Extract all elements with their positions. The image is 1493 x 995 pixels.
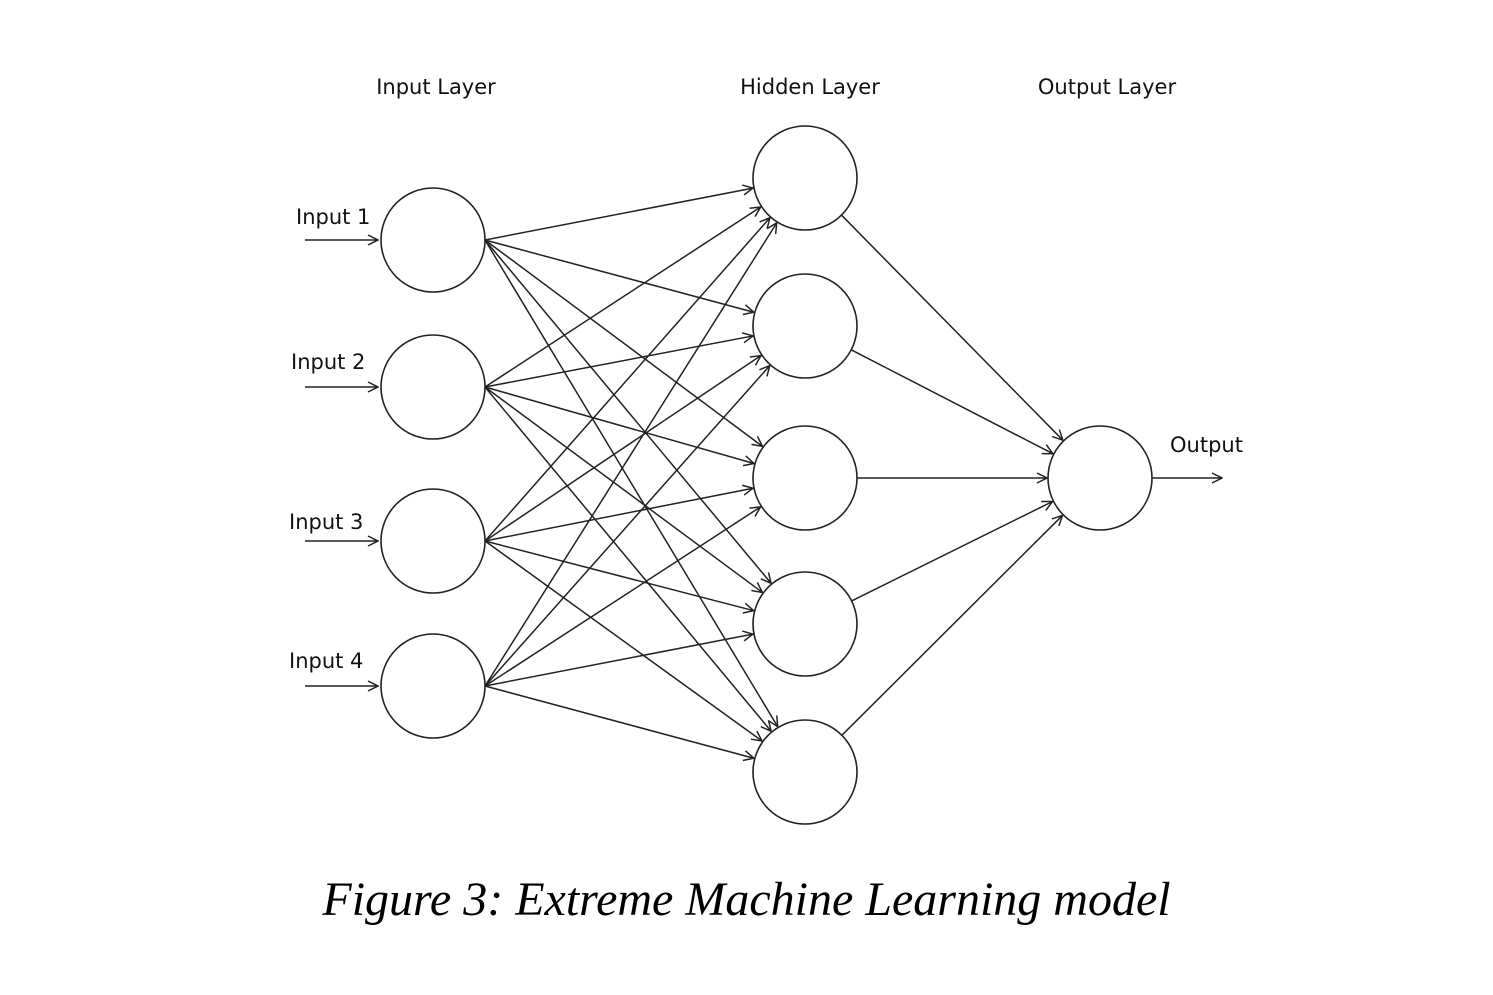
input-label-1: Input 1 xyxy=(296,205,370,229)
hidden-node-1 xyxy=(752,125,858,231)
edge-hidden-5-to-output xyxy=(841,515,1063,736)
input-node-3 xyxy=(380,488,486,594)
edge-input-1-to-hidden-4 xyxy=(484,239,771,583)
edge-input-3-to-hidden-1 xyxy=(484,218,770,542)
edge-input-2-to-hidden-5 xyxy=(484,386,771,731)
hidden-node-3 xyxy=(752,425,858,531)
hidden-node-4 xyxy=(752,571,858,677)
edge-input-3-to-hidden-3 xyxy=(484,488,753,542)
input-node-1 xyxy=(380,187,486,293)
neurons xyxy=(380,125,1153,825)
edge-hidden-4-to-output xyxy=(851,502,1053,602)
figure-caption: Figure 3: Extreme Machine Learning model xyxy=(322,873,1171,926)
edge-input-4-to-hidden-3 xyxy=(484,507,761,687)
edge-input-3-to-hidden-5 xyxy=(484,540,762,741)
edge-hidden-1-to-output xyxy=(840,214,1062,440)
neural-network-diagram: Input Layer Hidden Layer Output Layer In… xyxy=(289,75,1243,825)
edge-input-2-to-hidden-2 xyxy=(484,336,753,388)
output-layer-title: Output Layer xyxy=(1038,75,1177,99)
output-node xyxy=(1047,425,1153,531)
hidden-node-2 xyxy=(752,273,858,379)
hidden-node-5 xyxy=(752,719,858,825)
edge-input-1-to-hidden-1 xyxy=(484,188,753,241)
edge-input-4-to-hidden-2 xyxy=(484,366,770,687)
input-node-4 xyxy=(380,633,486,739)
connections xyxy=(305,188,1222,758)
edge-input-4-to-hidden-4 xyxy=(484,634,753,687)
edge-input-3-to-hidden-4 xyxy=(484,540,754,611)
edge-input-4-to-hidden-5 xyxy=(484,685,754,758)
edge-input-1-to-hidden-2 xyxy=(484,239,754,312)
edge-input-1-to-hidden-5 xyxy=(484,239,778,727)
input-layer-title: Input Layer xyxy=(376,75,496,99)
input-node-2 xyxy=(380,334,486,440)
edge-input-2-to-hidden-3 xyxy=(484,386,754,464)
edge-input-4-to-hidden-1 xyxy=(484,223,777,687)
input-label-4: Input 4 xyxy=(289,649,363,673)
edge-input-2-to-hidden-1 xyxy=(484,207,761,388)
edge-input-2-to-hidden-4 xyxy=(484,386,762,592)
edge-hidden-2-to-output xyxy=(850,349,1053,454)
hidden-layer-title: Hidden Layer xyxy=(740,75,880,99)
input-label-3: Input 3 xyxy=(289,510,363,534)
input-label-2: Input 2 xyxy=(291,350,365,374)
edge-input-3-to-hidden-2 xyxy=(484,356,761,542)
output-label: Output xyxy=(1170,433,1243,457)
edge-input-1-to-hidden-3 xyxy=(484,239,762,446)
